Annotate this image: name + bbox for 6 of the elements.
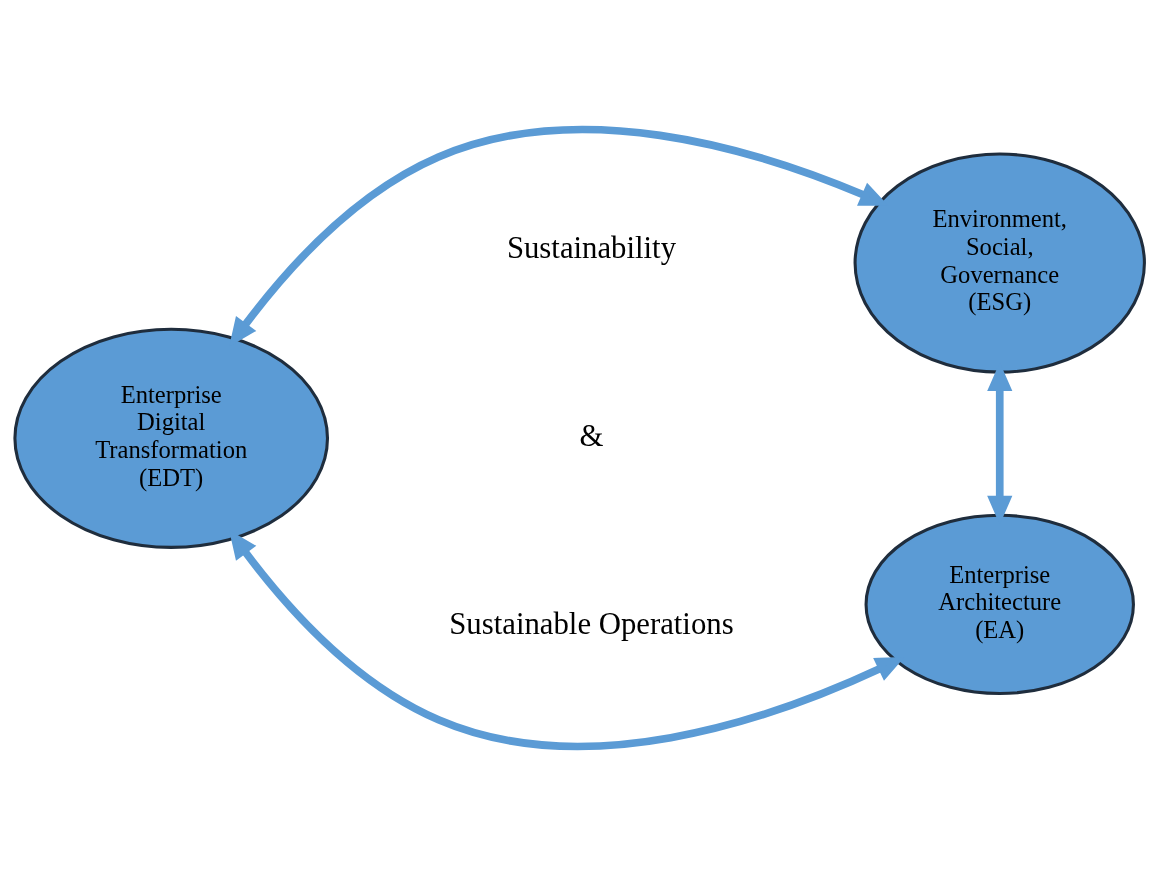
node-ellipse: Environment, Social, Governance (ESG) [853,152,1146,374]
label: Sustainability [506,231,677,266]
node-ellipse: Enterprise Digital Transformation (EDT) [13,327,330,549]
node-ellipse: Enterprise Architecture (EA) [864,513,1135,696]
label: Sustainable Operations [449,606,734,641]
label: & [579,419,604,454]
